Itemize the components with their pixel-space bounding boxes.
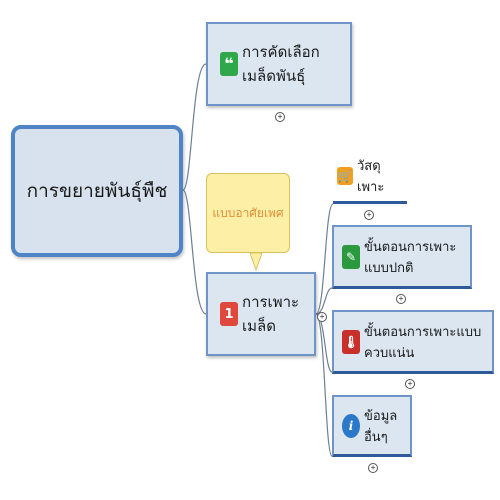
subtopic-dense-steps[interactable]: 🌡 ขั้นตอนการเพาะแบบควบแน่น [332,310,494,374]
quote-icon: ❝ [220,52,238,76]
collapse-toggle-sowing[interactable]: + [317,312,327,322]
subtopic-other-info[interactable]: i ข้อมูลอื่นๆ [332,395,412,457]
connector-root-sowing [182,189,207,315]
topic-seed-selection[interactable]: ❝ การคัดเลือกเมล็ดพันธุ์ [206,22,352,106]
connector-root-selection [182,63,207,191]
connector-sowing-other [315,313,333,457]
topic-seed-sowing[interactable]: 1 การเพาะเมล็ด [206,272,316,356]
connector-sowing-normal [315,287,333,315]
connector-sowing-dense [315,313,333,373]
callout-sexual-propagation[interactable]: แบบอาศัยเพศ [206,173,290,253]
subtopic-normal-steps-label: ขั้นตอนการเพาะแบบปกติ [364,239,457,276]
cart-icon: 🛒 [337,166,353,185]
expand-toggle-normal[interactable]: + [396,294,406,304]
pencil-icon: ✎ [342,244,360,269]
connector-callout-pointer [249,252,263,272]
connector-sowing-materials [315,203,334,315]
root-topic[interactable]: การขยายพันธุ์พืช [11,125,183,257]
subtopic-materials[interactable]: 🛒 วัสดุเพาะ [333,150,407,204]
expand-toggle-dense[interactable]: + [405,379,415,389]
topic-seed-sowing-label: การเพาะเมล็ด [242,293,300,335]
thermometer-icon: 🌡 [342,329,360,354]
root-topic-label: การขยายพันธุ์พืช [26,180,168,202]
expand-toggle-materials[interactable]: + [364,210,374,220]
subtopic-normal-steps[interactable]: ✎ ขั้นตอนการเพาะแบบปกติ [332,225,472,289]
number-1-icon: 1 [220,302,238,326]
expand-toggle-other[interactable]: + [368,463,378,473]
subtopic-other-info-label: ข้อมูลอื่นๆ [364,408,398,445]
expand-toggle-selection[interactable]: + [275,112,285,122]
callout-label: แบบอาศัยเพศ [212,205,284,220]
subtopic-materials-label: วัสดุเพาะ [357,158,385,195]
topic-seed-selection-label: การคัดเลือกเมล็ดพันธุ์ [242,43,320,85]
subtopic-dense-steps-label: ขั้นตอนการเพาะแบบควบแน่น [364,324,482,361]
info-icon: i [342,413,360,438]
